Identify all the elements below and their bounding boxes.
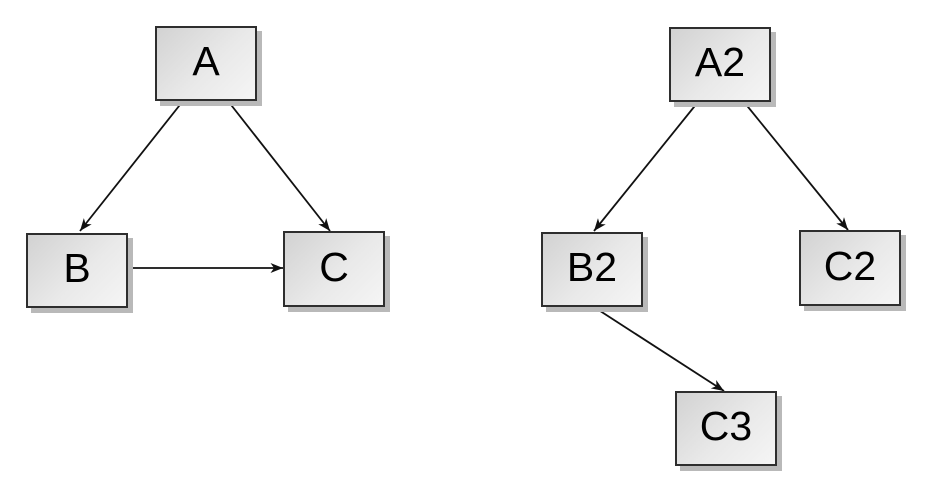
- node-b[interactable]: B: [26, 233, 128, 308]
- node-b2[interactable]: B2: [541, 232, 643, 307]
- node-label-a: A: [192, 38, 220, 84]
- node-a2[interactable]: A2: [669, 27, 771, 102]
- node-label-a2: A2: [694, 39, 746, 85]
- node-a[interactable]: A: [155, 26, 257, 101]
- node-label-b2: B2: [566, 244, 618, 290]
- node-label-b: B: [63, 245, 91, 291]
- node-c3[interactable]: C3: [675, 391, 777, 466]
- edge-a-c[interactable]: [227, 100, 331, 232]
- edge-b2-c3[interactable]: [593, 306, 725, 392]
- node-c2[interactable]: C2: [799, 230, 901, 306]
- node-label-c: C: [319, 243, 349, 290]
- node-label-c2: C2: [823, 242, 877, 289]
- edge-a-b[interactable]: [79, 100, 184, 232]
- edge-a2-b2[interactable]: [593, 101, 699, 232]
- node-label-c3: C3: [699, 403, 753, 449]
- edge-a2-c2[interactable]: [743, 101, 849, 231]
- node-c[interactable]: C: [283, 231, 385, 307]
